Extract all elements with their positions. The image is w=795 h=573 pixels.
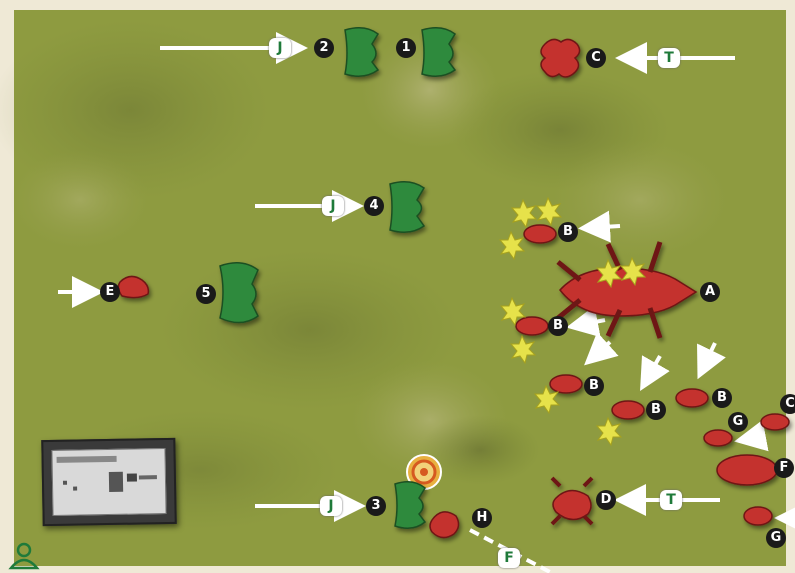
enemy-label-c-top[interactable]: C [586,48,606,68]
enemy-label-b3[interactable]: B [584,376,604,396]
minimap[interactable] [41,438,176,526]
enemy-label-c-right[interactable]: C [780,394,795,414]
enemy-label-g2[interactable]: G [766,528,786,548]
arrow-tag-t: T [658,48,680,68]
enemy-label-g1[interactable]: G [728,412,748,432]
minimap-screen [51,448,166,516]
enemy-label-h[interactable]: H [472,508,492,528]
minimap-content [52,449,165,515]
enemy-label-d[interactable]: D [596,490,616,510]
unit-label-4[interactable]: 4 [364,196,384,216]
enemy-label-b1[interactable]: B [558,222,578,242]
arrow-tag-t: T [660,490,682,510]
arrow-tag-j: J [320,496,342,516]
enemy-label-b2[interactable]: B [548,316,568,336]
unit-label-2[interactable]: 2 [314,38,334,58]
arrow-tag-j: J [322,196,344,216]
enemy-label-e[interactable]: E [100,282,120,302]
enemy-label-f[interactable]: F [774,458,794,478]
enemy-label-b4[interactable]: B [646,400,666,420]
arrow-tag-f: F [498,548,520,568]
enemy-label-a[interactable]: A [700,282,720,302]
unit-label-3[interactable]: 3 [366,496,386,516]
unit-label-1[interactable]: 1 [396,38,416,58]
arrow-tag-j: J [269,38,291,58]
unit-label-5[interactable]: 5 [196,284,216,304]
enemy-label-b5[interactable]: B [712,388,732,408]
player-icon[interactable] [6,540,42,570]
